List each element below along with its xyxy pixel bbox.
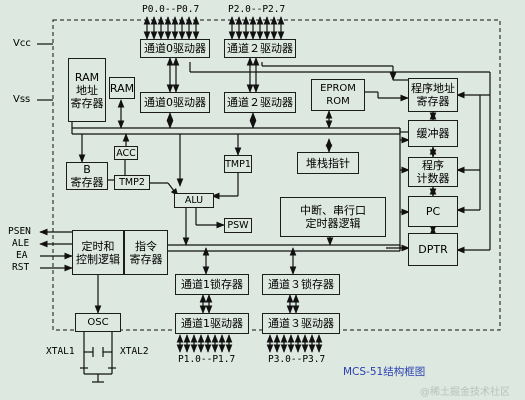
port1-latch: 通道1锁存器 bbox=[175, 274, 249, 295]
ea-pin-label: EA bbox=[16, 250, 28, 261]
diagram-title: MCS-51结构框图 bbox=[343, 366, 426, 378]
osc-block: OSC bbox=[75, 313, 121, 332]
eprom-rom-block: EPROM ROM bbox=[311, 79, 365, 111]
port2-pins-label: P2.0--P2.7 bbox=[228, 4, 286, 15]
alu-block: ALU bbox=[174, 193, 214, 208]
port2-latch: 通道２驱动器 bbox=[224, 92, 296, 113]
port0-pins-label: P0.0--P0.7 bbox=[142, 4, 200, 15]
program-counter: 程序 计数器 bbox=[408, 157, 458, 187]
port1-driver: 通道1驱动器 bbox=[175, 313, 249, 334]
xtal1-label: XTAL1 bbox=[46, 346, 75, 357]
pc-register: PC bbox=[408, 196, 458, 227]
port2-driver-top: 通道２驱动器 bbox=[224, 39, 296, 58]
port0-driver-top: 通道0驱动器 bbox=[140, 39, 210, 58]
port3-pins-label: P3.0--P3.7 bbox=[268, 354, 326, 365]
tmp1-register: TMP1 bbox=[224, 155, 252, 173]
vss-label: Vss bbox=[13, 94, 31, 105]
port1-pins-label: P1.0--P1.7 bbox=[178, 354, 236, 365]
ram-block: RAM bbox=[109, 77, 135, 99]
watermark: @稀土掘金技术社区 bbox=[420, 387, 510, 398]
dptr-register: DPTR bbox=[408, 233, 458, 266]
port0-latch: 通道0驱动器 bbox=[140, 92, 210, 113]
port3-latch: 通道３锁存器 bbox=[262, 274, 340, 295]
ale-pin-label: ALE bbox=[12, 238, 30, 249]
rst-pin-label: RST bbox=[12, 262, 30, 273]
psw-register: PSW bbox=[224, 218, 252, 233]
interrupt-serial-timer-logic: 中断、串行口 定时器逻辑 bbox=[280, 197, 386, 237]
instruction-register: 指令 寄存器 bbox=[124, 230, 168, 275]
port3-driver: 通道３驱动器 bbox=[262, 313, 340, 334]
stack-pointer: 堆栈指针 bbox=[297, 152, 359, 174]
acc-register: ACC bbox=[114, 146, 138, 160]
buffer-block: 缓冲器 bbox=[408, 120, 458, 147]
vcc-label: Vcc bbox=[13, 38, 31, 49]
tmp2-register: TMP2 bbox=[114, 175, 150, 190]
ram-address-register: RAM 地址 寄存器 bbox=[68, 58, 106, 122]
psen-pin-label: PSEN bbox=[8, 226, 31, 237]
xtal2-label: XTAL2 bbox=[120, 346, 149, 357]
timing-control-logic: 定时和 控制逻辑 bbox=[72, 230, 124, 275]
b-register: B 寄存器 bbox=[66, 162, 108, 190]
program-address-register: 程序地址 寄存器 bbox=[408, 78, 458, 112]
